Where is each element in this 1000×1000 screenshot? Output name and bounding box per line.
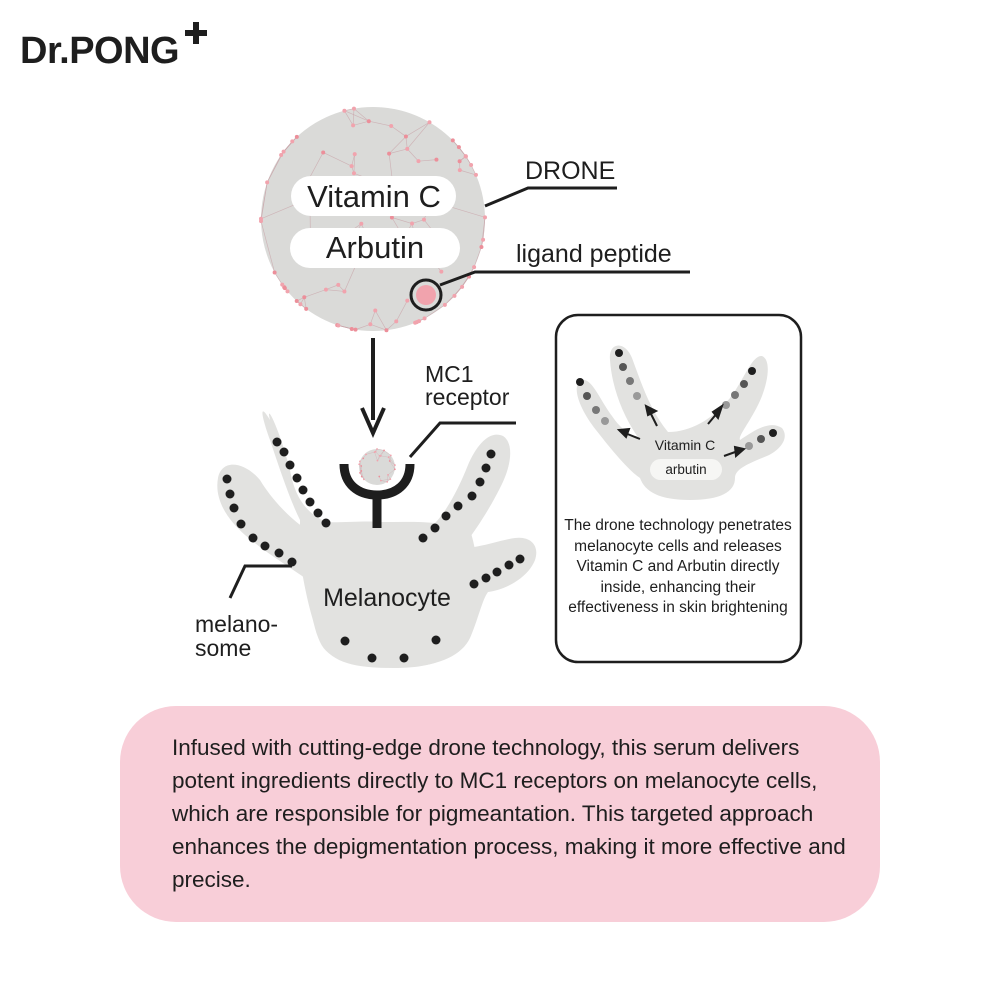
brand-name: Dr.PONG xyxy=(20,30,180,72)
melanosome-dots xyxy=(222,437,525,663)
inset-melanosome-dots xyxy=(576,349,777,450)
melanocyte-label: Melanocyte xyxy=(323,584,451,612)
info-text: Infused with cutting-edge drone technolo… xyxy=(172,735,846,892)
receptor-label-line-1: MC1 xyxy=(425,361,474,387)
drone-label: DRONE xyxy=(525,157,615,185)
melanosome-label-line-1: melano- xyxy=(195,611,278,637)
inset-caption: The drone technology penetrates melanocy… xyxy=(564,517,792,616)
melanosome-label-line-2: some xyxy=(195,635,251,661)
docked-drone xyxy=(358,448,396,485)
down-arrow-icon xyxy=(360,338,386,438)
drone-leader-line xyxy=(484,186,617,208)
brand-logo: Dr.PONG xyxy=(20,30,180,73)
ligand-peptide-dot xyxy=(416,285,436,305)
melanosome-leader-line xyxy=(228,564,292,599)
ligand-peptide-marker xyxy=(409,278,443,312)
plus-icon xyxy=(185,22,207,44)
inset-release-arrows xyxy=(616,403,747,459)
arbutin-pill xyxy=(290,228,460,268)
melanocyte-body xyxy=(300,520,478,668)
receptor-label-line-2: receptor xyxy=(425,384,510,410)
docked-drone-mesh xyxy=(358,448,396,483)
inset-arbutin-label: arbutin xyxy=(665,462,706,477)
inset-vitamin-c-label: Vitamin C xyxy=(655,437,715,453)
info-box: Infused with cutting-edge drone technolo… xyxy=(120,706,880,922)
vitamin-c-pill xyxy=(291,176,456,216)
drone-mechanism-diagram: Vitamin C Arbutin ligand peptide DRONE xyxy=(195,106,803,668)
drone-vitamin-c-label: Vitamin C xyxy=(307,179,441,214)
inset-arbutin-pill xyxy=(650,459,722,480)
ligand-peptide-label: ligand peptide xyxy=(516,240,672,268)
mc1-receptor-icon xyxy=(339,463,415,528)
drone-sphere xyxy=(259,106,487,333)
drone-arbutin-label: Arbutin xyxy=(326,230,424,265)
ligand-leader-line xyxy=(439,270,690,287)
receptor-leader-line xyxy=(408,421,516,458)
